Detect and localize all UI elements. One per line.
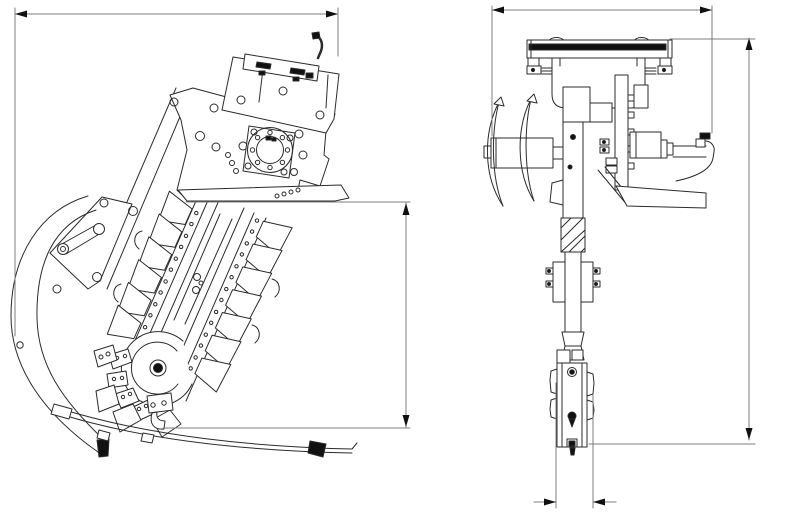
front-view	[483, 37, 715, 456]
dimension-lines	[14, 5, 756, 509]
side-view	[10, 31, 358, 458]
